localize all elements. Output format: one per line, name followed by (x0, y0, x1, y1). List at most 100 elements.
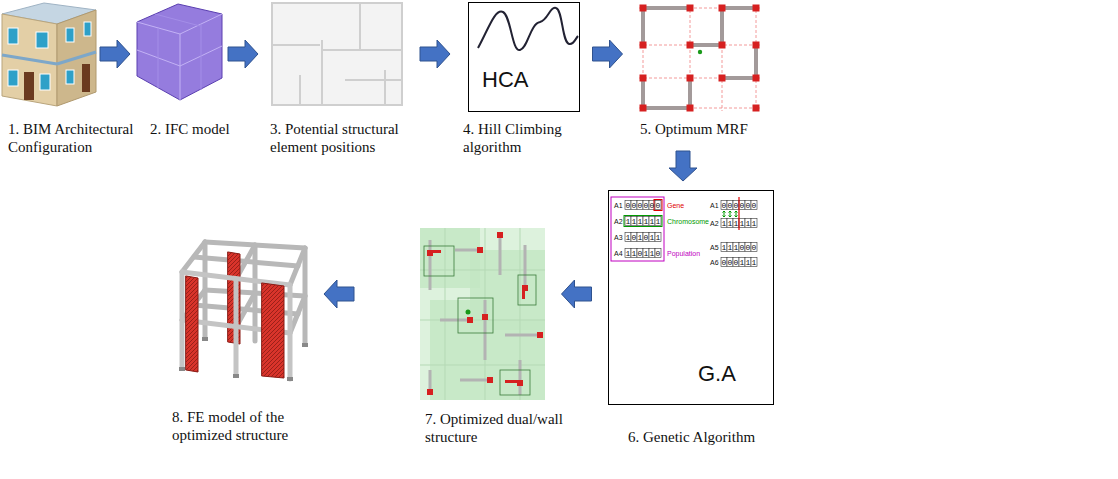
illustration-part (729, 216, 732, 218)
illustration-part (640, 75, 647, 82)
illustration-part (155, 14, 200, 26)
illustration-part (499, 235, 502, 275)
block-arrow (100, 40, 130, 68)
illustration-part (201, 24, 202, 90)
figure-label: Gene (667, 201, 684, 210)
illustration-part (467, 317, 473, 323)
block-arrow (562, 280, 592, 308)
illustration-part (729, 211, 732, 213)
illustration-part (137, 14, 222, 34)
illustration-part (137, 46, 222, 66)
illustration-part (299, 75, 301, 105)
illustration-part (430, 235, 540, 395)
illustration-part (40, 74, 50, 90)
illustration-part (262, 283, 284, 378)
illustration-part (722, 76, 756, 80)
illustration-part (687, 42, 694, 49)
illustration-part (484, 300, 487, 360)
illustration-part (537, 332, 543, 338)
illustration-part (736, 211, 737, 217)
block-arrow (228, 40, 258, 68)
illustration-part (2, 14, 57, 106)
picture-step: 8. FE model of the optimized structure (178, 238, 313, 383)
illustration-part (719, 5, 726, 12)
figure-label: A4 (614, 249, 623, 258)
illustration-part (643, 106, 690, 110)
illustration-part (640, 5, 760, 112)
mrf-plan-illustration (639, 5, 760, 112)
illustration-part (460, 379, 490, 382)
illustration-part (194, 257, 298, 266)
picture-step: 3. Potential structural element position… (272, 2, 402, 105)
illustration-part (643, 5, 644, 111)
illustration-part (482, 314, 488, 320)
illustration-part (639, 45, 760, 46)
step-caption: 2. IFC model (150, 120, 260, 138)
illustration-part (137, 4, 222, 100)
picture-step: 2. IFC model (137, 2, 222, 102)
step-caption: 8. FE model of the optimized structure (172, 408, 322, 444)
figure-label: A6 (710, 258, 719, 267)
illustration-part (687, 5, 694, 12)
illustration-part (522, 285, 525, 299)
illustration-part (624, 216, 662, 227)
illustration-part (420, 365, 545, 366)
illustration-part (287, 377, 293, 381)
illustration-part (2, 55, 57, 64)
illustration-part (643, 6, 690, 10)
illustration-part (641, 8, 645, 45)
illustration-part (272, 3, 402, 105)
illustration-part (688, 78, 692, 108)
illustration-part (723, 211, 738, 217)
illustration-part (611, 197, 664, 261)
illustration-part (505, 334, 540, 337)
illustration-part (722, 5, 723, 111)
step-caption: 6. Genetic Algorithm (628, 428, 798, 446)
illustration-part (723, 216, 726, 218)
illustration-part (640, 42, 647, 49)
gene-string: 000000 (721, 201, 758, 210)
illustration-part (735, 216, 738, 218)
illustration-part (345, 79, 402, 81)
figure-label: Population (667, 249, 700, 258)
illustration-part (690, 5, 691, 111)
fitness-curve (478, 8, 578, 50)
genetic-algorithm-figure (611, 197, 757, 267)
illustration-part (524, 245, 527, 290)
gene-string: 111111 (625, 217, 662, 226)
illustration-part (505, 380, 519, 383)
illustration-part (302, 343, 308, 347)
illustration-part (180, 34, 181, 100)
figure-label: A2 (710, 219, 719, 228)
illustration-part (182, 242, 305, 344)
illustration-part (24, 72, 34, 100)
illustration-part (687, 105, 694, 112)
illustration-part (429, 240, 432, 290)
illustration-part (500, 370, 530, 395)
illustration-part (186, 276, 198, 372)
illustration-part (427, 232, 543, 395)
block-arrow (593, 40, 623, 68)
illustration-part (520, 228, 521, 400)
gene-string: 000000 (625, 201, 662, 210)
illustration-part (420, 228, 545, 400)
illustration-part (518, 275, 536, 305)
block-arrow (420, 40, 450, 68)
fe-frame-illustration (179, 242, 308, 381)
figure-label: A5 (710, 243, 719, 252)
figure-label: A3 (614, 233, 623, 242)
figure-label: A1 (614, 201, 623, 210)
illustration-part (8, 28, 18, 44)
illustration-part (639, 8, 760, 9)
illustration-part (643, 8, 756, 108)
figure-label: Chromosome (667, 217, 709, 226)
illustration-part (720, 8, 724, 45)
block-arrow (324, 280, 354, 308)
block-arrow (669, 151, 697, 181)
illustration-part (639, 108, 760, 109)
picture-step: 5. Optimum MRF (635, 2, 763, 114)
illustration-part (754, 45, 758, 78)
gene-string: 111111 (721, 219, 758, 228)
picture-step: 7. Optimized dual/wall structure (420, 228, 545, 400)
